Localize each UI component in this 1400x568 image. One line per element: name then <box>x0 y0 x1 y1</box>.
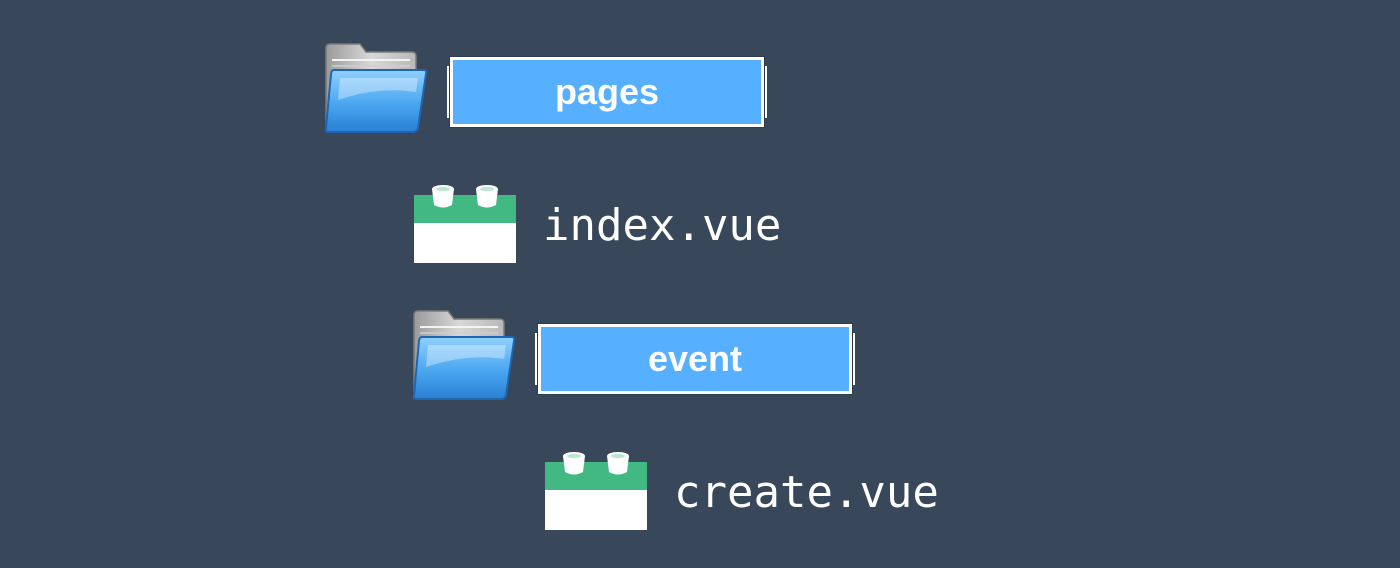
open-folder-icon <box>412 310 516 400</box>
file-name-index: index.vue <box>543 200 782 251</box>
vue-file-icon <box>545 452 647 530</box>
folder-label-pages[interactable]: pages <box>447 57 767 127</box>
folder-label-event[interactable]: event <box>535 324 855 394</box>
vue-file-icon <box>414 185 516 263</box>
folder-name: pages <box>554 71 660 112</box>
open-folder-icon <box>324 43 428 133</box>
file-name-create: create.vue <box>674 467 939 518</box>
folder-name: event <box>647 338 743 379</box>
